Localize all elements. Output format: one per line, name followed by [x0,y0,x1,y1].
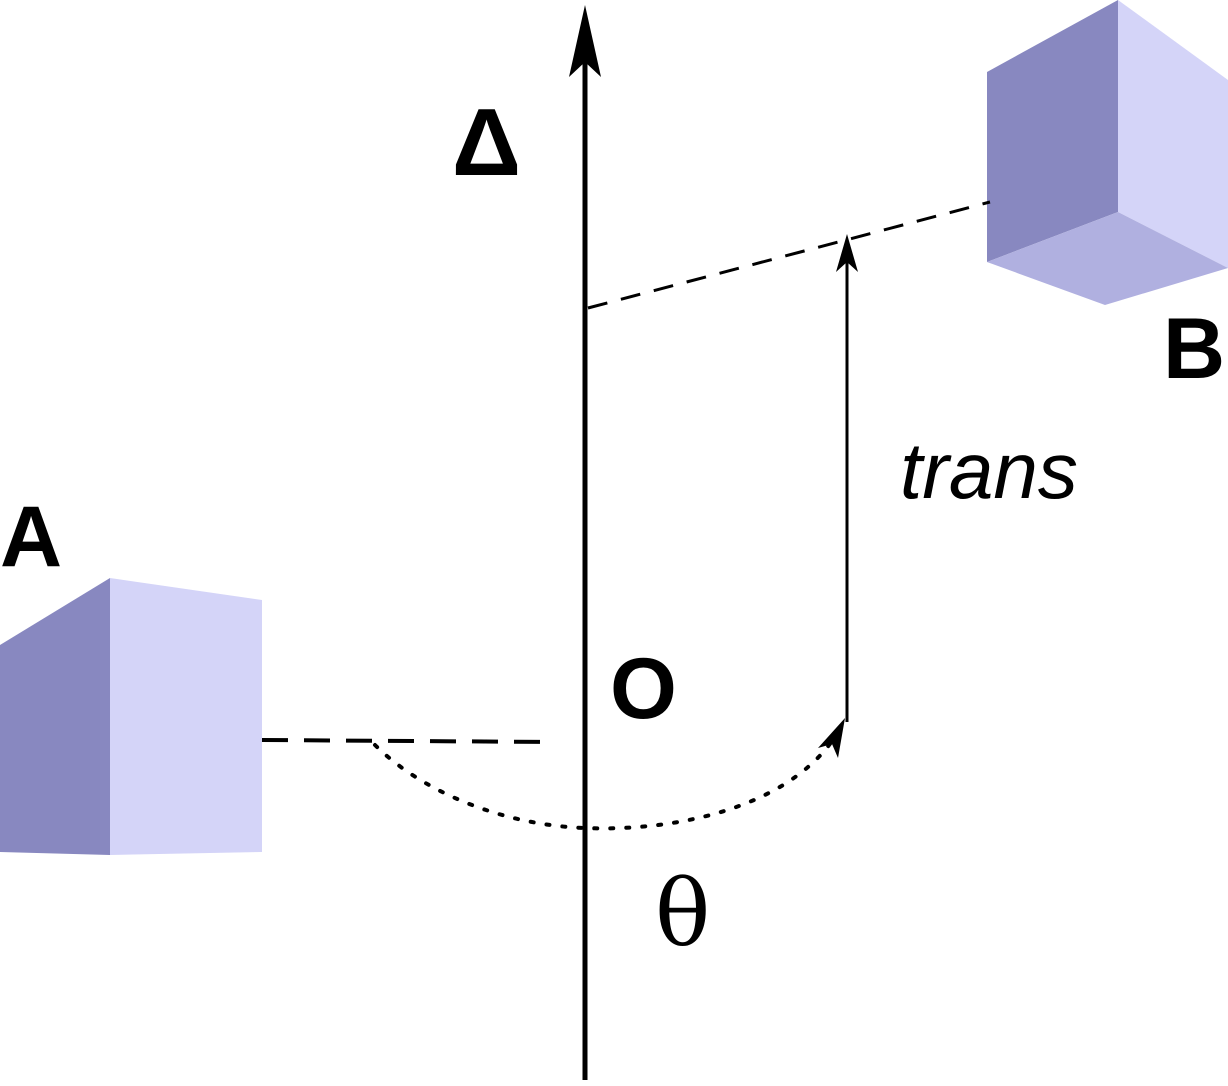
rotation-arc-arrowhead-icon [818,718,845,758]
cube-b [987,0,1228,305]
label-translation: trans [900,426,1078,515]
label-origin: O [610,641,677,737]
cube-b-light-face [1118,0,1228,268]
axis-arrowhead-icon [569,5,601,77]
cube-b-bottom-face [987,212,1228,305]
cube-a-light-face [110,578,262,855]
cube-b-dark-face [987,0,1118,262]
label-cube-b: B [1163,301,1225,397]
translation-arrowhead-icon [836,234,858,272]
label-angle: θ [655,860,710,967]
axis-delta [569,5,601,1080]
dashed-line-axis-to-b [587,200,991,310]
cube-a-dark-face [0,578,110,855]
label-axis: Δ [452,89,521,196]
label-cube-a: A [0,489,62,585]
dashed-line-a-to-axis [261,738,556,744]
cube-a [0,578,262,855]
